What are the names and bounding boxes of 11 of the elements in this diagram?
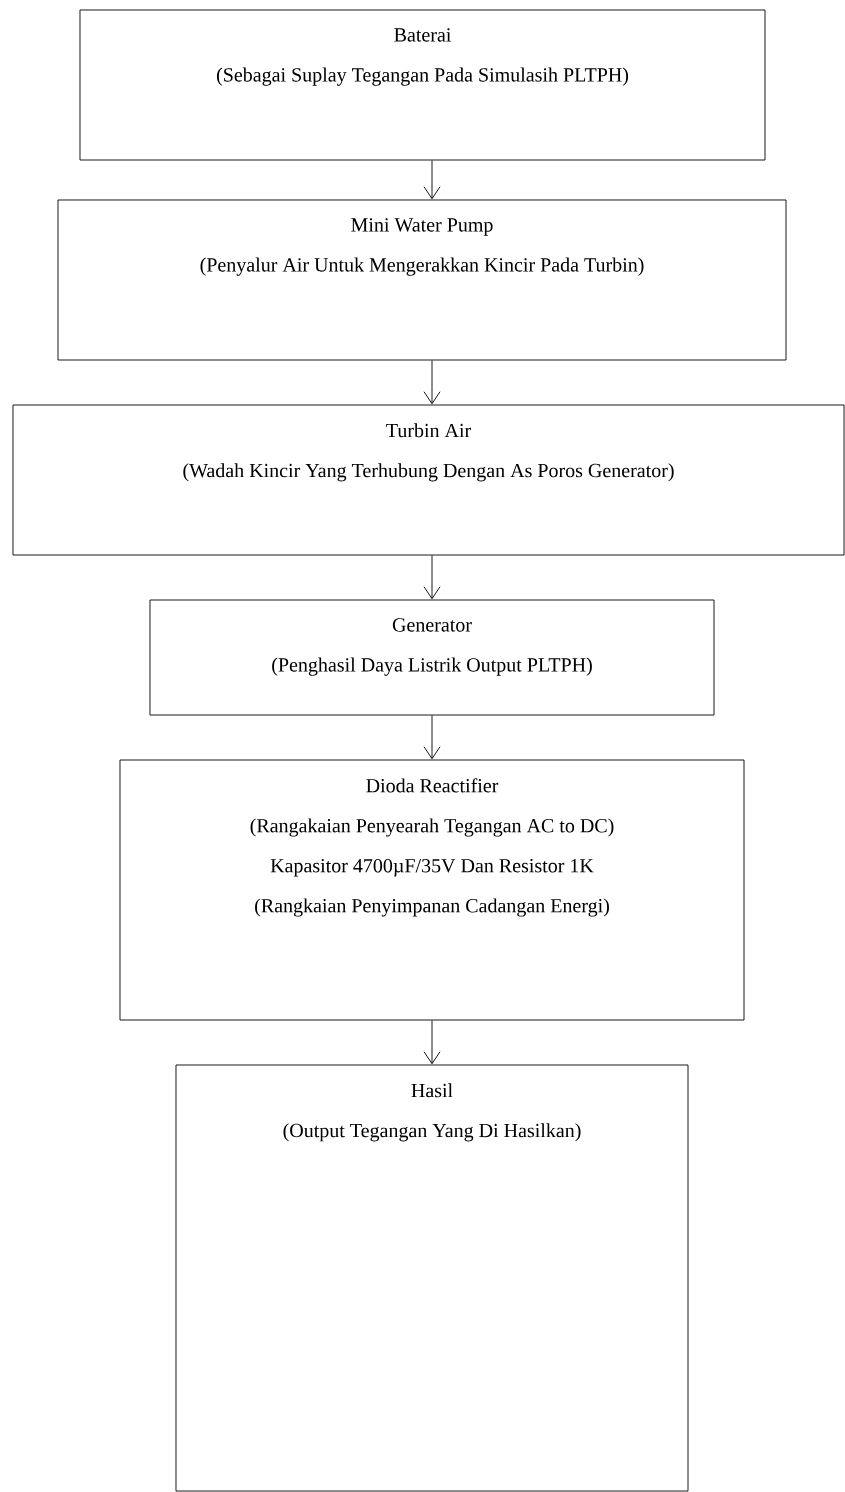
arrow <box>423 160 441 200</box>
process-box: Turbin Air (Wadah Kincir Yang Terhubung Dengan As Poros Generator) <box>12 404 845 556</box>
arrow <box>423 555 441 600</box>
arrow <box>423 360 441 405</box>
process-box: Mini Water Pump (Penyalur Air Untuk Mengerakkan Kincir Pada Turbin) <box>57 199 787 361</box>
process-box: Generator (Penghasil Daya Listrik Output PLTPH) <box>149 599 715 716</box>
process-box: Dioda Reactifier (Rangakaian Penyearah Tegangan AC to DC) Kapasitor 4700µF/35V Dan Resistor 1K (Rangkaian Penyimpanan Cadangan Energi) <box>119 759 745 1021</box>
arrow <box>423 715 441 760</box>
arrow <box>423 1020 441 1065</box>
process-box: Hasil (Output Tegangan Yang Di Hasilkan) <box>175 1064 689 1492</box>
process-box: Baterai (Sebagai Suplay Tegangan Pada Simulasih PLTPH) <box>79 9 766 161</box>
